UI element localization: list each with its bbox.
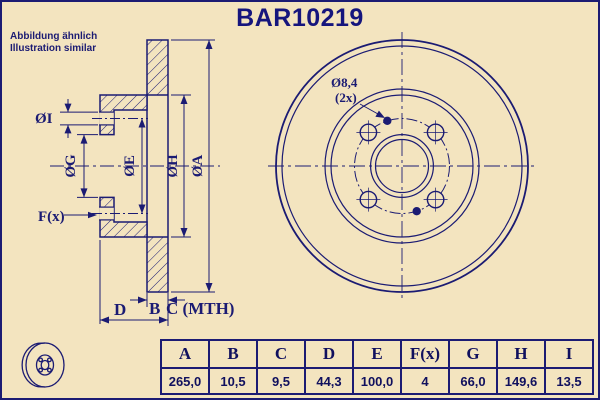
disclaimer: Abbildung ähnlich Illustration similar: [10, 31, 97, 55]
pin-hole-count-label: (2x): [335, 90, 357, 105]
bolt-hole-ticks: [356, 120, 448, 212]
spec-value-g: 66,0: [448, 367, 498, 395]
dim-label-dia-a: ØA: [190, 155, 206, 178]
spec-header-b: B: [208, 339, 258, 369]
spec-value-c: 9,5: [256, 367, 306, 395]
part-number-title: BAR10219: [236, 4, 364, 32]
spec-value-h: 149,6: [496, 367, 546, 395]
spec-header-h: H: [496, 339, 546, 369]
spec-header-e: E: [352, 339, 402, 369]
dim-label-b: B: [149, 299, 160, 318]
spec-header-f: F(x): [400, 339, 450, 369]
spec-header-c: C: [256, 339, 306, 369]
pin-hole-1: [383, 116, 392, 126]
dim-label-f: F(x): [38, 209, 65, 225]
spec-value-d: 44,3: [304, 367, 354, 395]
spec-header-a: A: [160, 339, 210, 369]
dimension-table: A B C D E F(x) G H I 265,0 10,5 9,5 44,3…: [160, 339, 594, 395]
spec-value-i: 13,5: [544, 367, 594, 395]
front-view: Ø8,4 (2x): [268, 32, 536, 300]
section-dimensions: ØI ØG ØE ØH ØA F(x) B C (MTH) D: [35, 39, 234, 326]
cross-section-view: [50, 39, 220, 293]
dim-label-c-mth: C (MTH): [166, 299, 234, 318]
dim-label-dia-e: ØE: [122, 155, 138, 177]
dim-label-d: D: [114, 300, 126, 319]
spec-header-d: D: [304, 339, 354, 369]
disclaimer-line2: Illustration similar: [10, 43, 97, 54]
friction-ring-hatch-bottom: [147, 237, 168, 292]
spec-value-a: 265,0: [160, 367, 210, 395]
spec-header-g: G: [448, 339, 498, 369]
pin-hole-dia-label: Ø8,4: [331, 75, 358, 90]
spec-value-e: 100,0: [352, 367, 402, 395]
friction-inner-circle: [324, 88, 480, 244]
disclaimer-line1: Abbildung ähnlich: [10, 31, 98, 42]
dimension-table-value-row: 265,0 10,5 9,5 44,3 100,0 4 66,0 149,6 1…: [160, 367, 594, 395]
disc-type-icon: [21, 342, 65, 388]
spec-header-i: I: [544, 339, 594, 369]
dimension-table-header-row: A B C D E F(x) G H I: [160, 339, 594, 369]
pin-hole-2: [412, 207, 421, 216]
spec-value-b: 10,5: [208, 367, 258, 395]
spec-value-f: 4: [400, 367, 450, 395]
dim-label-dia-h: ØH: [165, 154, 181, 178]
dim-label-dia-i: ØI: [35, 111, 53, 127]
dim-label-dia-g: ØG: [63, 154, 79, 178]
friction-ring-hatch-top: [147, 40, 168, 95]
